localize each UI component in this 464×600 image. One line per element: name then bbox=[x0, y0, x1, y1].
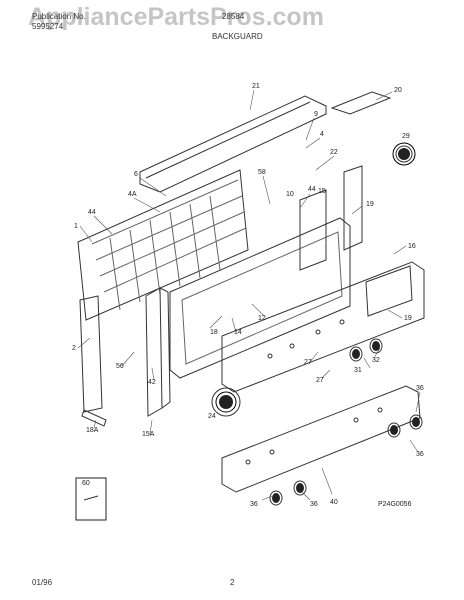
callout-60: 60 bbox=[82, 480, 90, 487]
knob-part bbox=[395, 145, 413, 163]
callout-21: 21 bbox=[252, 83, 260, 90]
callout-4: 4 bbox=[320, 131, 324, 138]
callout-29: 29 bbox=[402, 133, 410, 140]
callout-15: 15 bbox=[318, 188, 326, 195]
callout-31: 31 bbox=[354, 367, 362, 374]
callout-1: 1 bbox=[74, 223, 78, 230]
callout-9: 9 bbox=[314, 111, 318, 118]
callout-32: 32 bbox=[372, 357, 380, 364]
callout-19b: 19 bbox=[404, 315, 412, 322]
callout-27b: 27 bbox=[316, 377, 324, 384]
callout-4a: 4A bbox=[128, 191, 137, 198]
callout-12: 12 bbox=[258, 315, 266, 322]
callout-36b: 36 bbox=[416, 451, 424, 458]
publication-number: 5995274 bbox=[32, 22, 64, 31]
back-panel-part bbox=[77, 169, 249, 321]
callout-36d: 36 bbox=[310, 501, 318, 508]
plate-part bbox=[330, 91, 392, 115]
right-bracket-part bbox=[343, 165, 363, 251]
lower-trim-part bbox=[221, 385, 421, 493]
section-title: BACKGUARD bbox=[212, 32, 263, 41]
front-panel-part bbox=[221, 261, 425, 393]
callout-19: 19 bbox=[366, 201, 374, 208]
callout-40: 40 bbox=[330, 499, 338, 506]
callout-15a: 15A bbox=[142, 431, 155, 438]
callout-22: 22 bbox=[330, 149, 338, 156]
callout-44: 44 bbox=[88, 209, 96, 216]
model-number: 28584 bbox=[222, 12, 245, 21]
left-bracket-part bbox=[79, 295, 103, 413]
callout-27: 27 bbox=[304, 359, 312, 366]
publication-label: Publication No. bbox=[32, 12, 86, 21]
callout-36: 36 bbox=[416, 385, 424, 392]
footer-date: 01/96 bbox=[32, 578, 53, 587]
callout-18: 18 bbox=[210, 329, 218, 336]
callout-44b: 44 bbox=[308, 186, 316, 193]
control-frame-part bbox=[169, 217, 351, 379]
callout-2: 2 bbox=[72, 345, 76, 352]
top-trim-part bbox=[139, 95, 327, 193]
page-number: 2 bbox=[230, 578, 235, 587]
callout-58: 58 bbox=[258, 169, 266, 176]
watermark: AppliancePartsPros.com bbox=[28, 3, 324, 31]
callout-18a: 18A bbox=[86, 427, 99, 434]
callout-42: 42 bbox=[148, 379, 156, 386]
callout-10: 10 bbox=[286, 191, 294, 198]
diagram-code: P24G0056 bbox=[378, 501, 412, 508]
callout-6: 6 bbox=[134, 171, 138, 178]
callout-36c: 36 bbox=[250, 501, 258, 508]
side-frame-part bbox=[145, 287, 163, 417]
callout-56: 56 bbox=[116, 363, 124, 370]
callout-20: 20 bbox=[394, 87, 402, 94]
callout-24: 24 bbox=[208, 413, 216, 420]
callout-16: 16 bbox=[408, 243, 416, 250]
callout-14: 14 bbox=[234, 329, 242, 336]
